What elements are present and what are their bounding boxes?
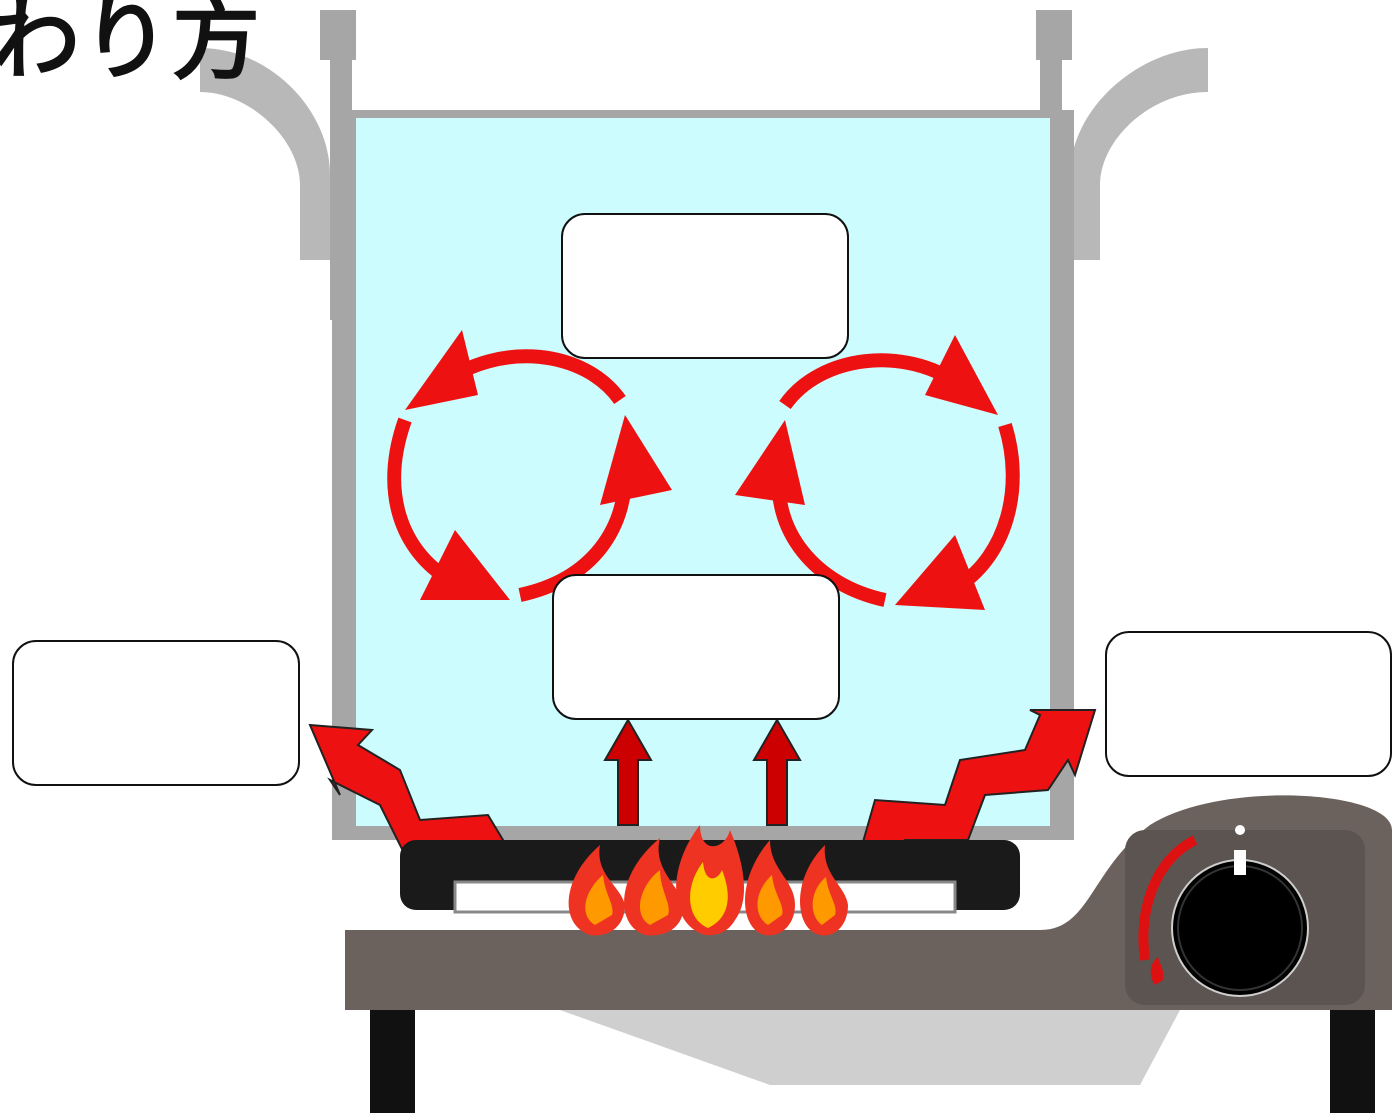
label-box-top[interactable] bbox=[561, 213, 849, 359]
label-box-middle[interactable] bbox=[552, 574, 840, 720]
gas-knob bbox=[1138, 825, 1309, 997]
label-box-right[interactable] bbox=[1105, 631, 1392, 777]
page-title: わり方 bbox=[0, 0, 263, 92]
burner-flames bbox=[568, 825, 848, 936]
convection-arrowheads-left bbox=[405, 330, 672, 600]
convection-arrowheads-right bbox=[735, 335, 998, 610]
label-box-left[interactable] bbox=[12, 640, 300, 786]
conduction-arrows bbox=[603, 717, 802, 826]
